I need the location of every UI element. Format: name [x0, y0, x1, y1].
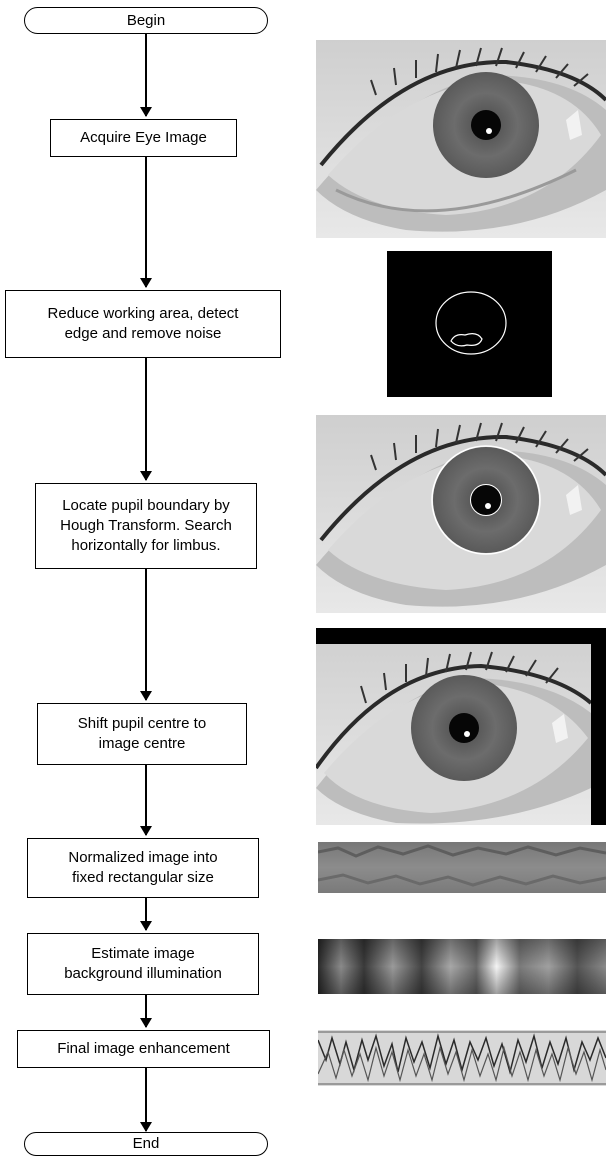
step-normalize-image: Normalized image into fixed rectangular …: [27, 838, 259, 898]
edge-detection-image: [387, 251, 552, 397]
step7-label: Final image enhancement: [57, 1039, 230, 1059]
begin-terminal: Begin: [24, 7, 268, 34]
step6-label: Estimate image background illumination: [64, 944, 222, 984]
normalized-iris-strip: [318, 842, 606, 893]
begin-label: Begin: [127, 11, 165, 31]
step-locate-pupil-boundary: Locate pupil boundary by Hough Transform…: [35, 483, 257, 569]
step-reduce-working-area: Reduce working area, detect edge and rem…: [5, 290, 281, 358]
step2-label: Reduce working area, detect edge and rem…: [48, 304, 239, 344]
step-acquire-eye-image: Acquire Eye Image: [50, 119, 237, 157]
step5-label: Normalized image into fixed rectangular …: [68, 848, 217, 888]
arrow-step2-to-step3: [145, 358, 147, 480]
eye-image-original: [316, 40, 606, 238]
eye-image-boundary-located: [316, 415, 606, 613]
step-final-enhancement: Final image enhancement: [17, 1030, 270, 1068]
step3-label: Locate pupil boundary by Hough Transform…: [60, 496, 232, 556]
step-estimate-illumination: Estimate image background illumination: [27, 933, 259, 995]
step1-label: Acquire Eye Image: [80, 128, 207, 148]
end-label: End: [133, 1134, 160, 1154]
arrow-step7-to-end: [145, 1068, 147, 1131]
arrow-begin-to-step1: [145, 34, 147, 116]
enhanced-iris-strip: [318, 1030, 606, 1086]
arrow-step1-to-step2: [145, 157, 147, 287]
arrow-step6-to-step7: [145, 995, 147, 1027]
step-shift-pupil-centre: Shift pupil centre to image centre: [37, 703, 247, 765]
end-terminal: End: [24, 1132, 268, 1156]
step4-label: Shift pupil centre to image centre: [78, 714, 206, 754]
arrow-step3-to-step4: [145, 569, 147, 700]
arrow-step4-to-step5: [145, 765, 147, 835]
eye-image-shifted: [316, 628, 606, 825]
arrow-step5-to-step6: [145, 898, 147, 930]
background-illumination-strip: [318, 939, 606, 994]
